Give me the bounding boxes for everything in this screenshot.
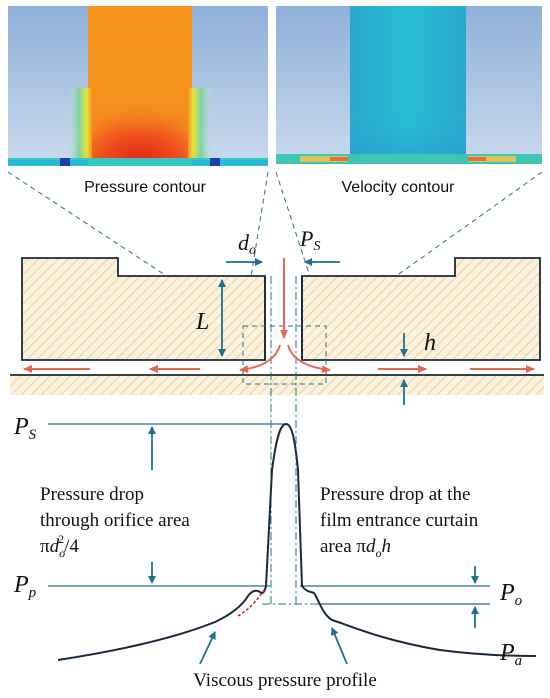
flow-arrows (23, 258, 535, 374)
velocity-contour-panel (276, 6, 542, 172)
left-annotation-line1: Pressure drop (40, 484, 144, 505)
pressure-contour-caption: Pressure contour (84, 179, 207, 196)
label-pp: Pp (13, 572, 37, 601)
label-h: h (424, 330, 436, 356)
label-L: L (195, 309, 209, 335)
bearing-cross-section (10, 257, 544, 605)
orifice-drop-annotation: Pressure drop through orifice area πdo2/… (40, 484, 190, 560)
label-po: Po (499, 580, 523, 609)
viscous-profile-label: Viscous pressure profile (193, 670, 377, 691)
guide-surface (10, 375, 544, 395)
pressure-drop-arrows (148, 426, 479, 665)
label-ps-top: PS (299, 226, 320, 254)
right-annotation-formula: area πdoh (320, 536, 391, 560)
curtain-drop-annotation: Pressure drop at the film entrance curta… (320, 484, 479, 560)
viscous-deviation-dashed (237, 589, 265, 617)
level-lines (48, 423, 490, 605)
label-do: do (238, 230, 256, 258)
right-annotation-line1: Pressure drop at the (320, 484, 470, 505)
left-annotation-formula: πdo2/4 (40, 532, 79, 560)
right-annotation-line2: film entrance curtain (320, 510, 479, 531)
velocity-contour-caption: Velocity contour (342, 179, 456, 196)
zoom-box (242, 325, 327, 385)
left-annotation-line2: through orifice area (40, 510, 190, 531)
label-ps: PS (13, 414, 37, 443)
label-pa: Pa (499, 640, 522, 669)
left-bearing-block (21, 257, 266, 361)
pressure-profile-curve (57, 422, 537, 661)
right-bearing-block (301, 257, 541, 361)
dimension-arrows (218, 258, 408, 405)
pressure-contour-panel (8, 6, 268, 172)
